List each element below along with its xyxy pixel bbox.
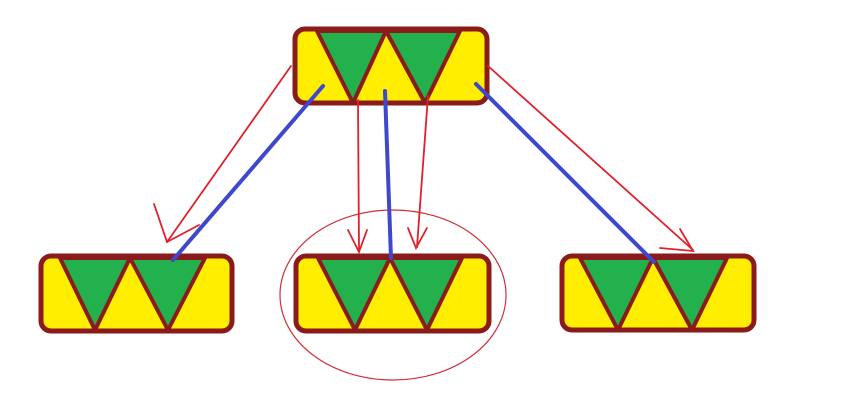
block-bottom-left-triangle-1 [58, 256, 132, 332]
block-bottom-right-triangle-1 [578, 256, 655, 332]
red-arrow-top-to-right [487, 65, 694, 251]
block-bottom-middle-triangle-2 [388, 256, 464, 332]
red-arrow-top-to-middle-2-head [407, 227, 428, 251]
block-top [292, 26, 490, 106]
block-bottom-middle [293, 253, 492, 334]
block-bottom-right [559, 253, 757, 333]
red-arrow-top-to-middle-2 [416, 95, 429, 248]
block-bottom-middle-triangle-1 [316, 256, 392, 332]
block-top-triangle-2 [384, 29, 462, 105]
block-bottom-left [38, 253, 235, 334]
blue-line-top-to-right [474, 82, 656, 264]
red-arrow-top-to-left [166, 65, 292, 243]
red-arrow-top-to-middle-1-head [347, 229, 368, 255]
block-bottom-left-triangle-2 [128, 256, 207, 332]
red-arrow-top-to-left-head [153, 203, 200, 244]
highlight-ellipse [279, 209, 507, 381]
blue-line-top-to-middle [383, 89, 393, 260]
blue-line-top-to-left [171, 84, 325, 262]
red-arrow-top-to-right-head [659, 228, 695, 253]
block-top-triangle-1 [315, 29, 388, 105]
block-bottom-right-triangle-2 [651, 256, 729, 332]
blue-lines [171, 82, 656, 264]
red-arrows [153, 65, 695, 255]
red-arrow-top-to-middle-1 [357, 99, 360, 251]
